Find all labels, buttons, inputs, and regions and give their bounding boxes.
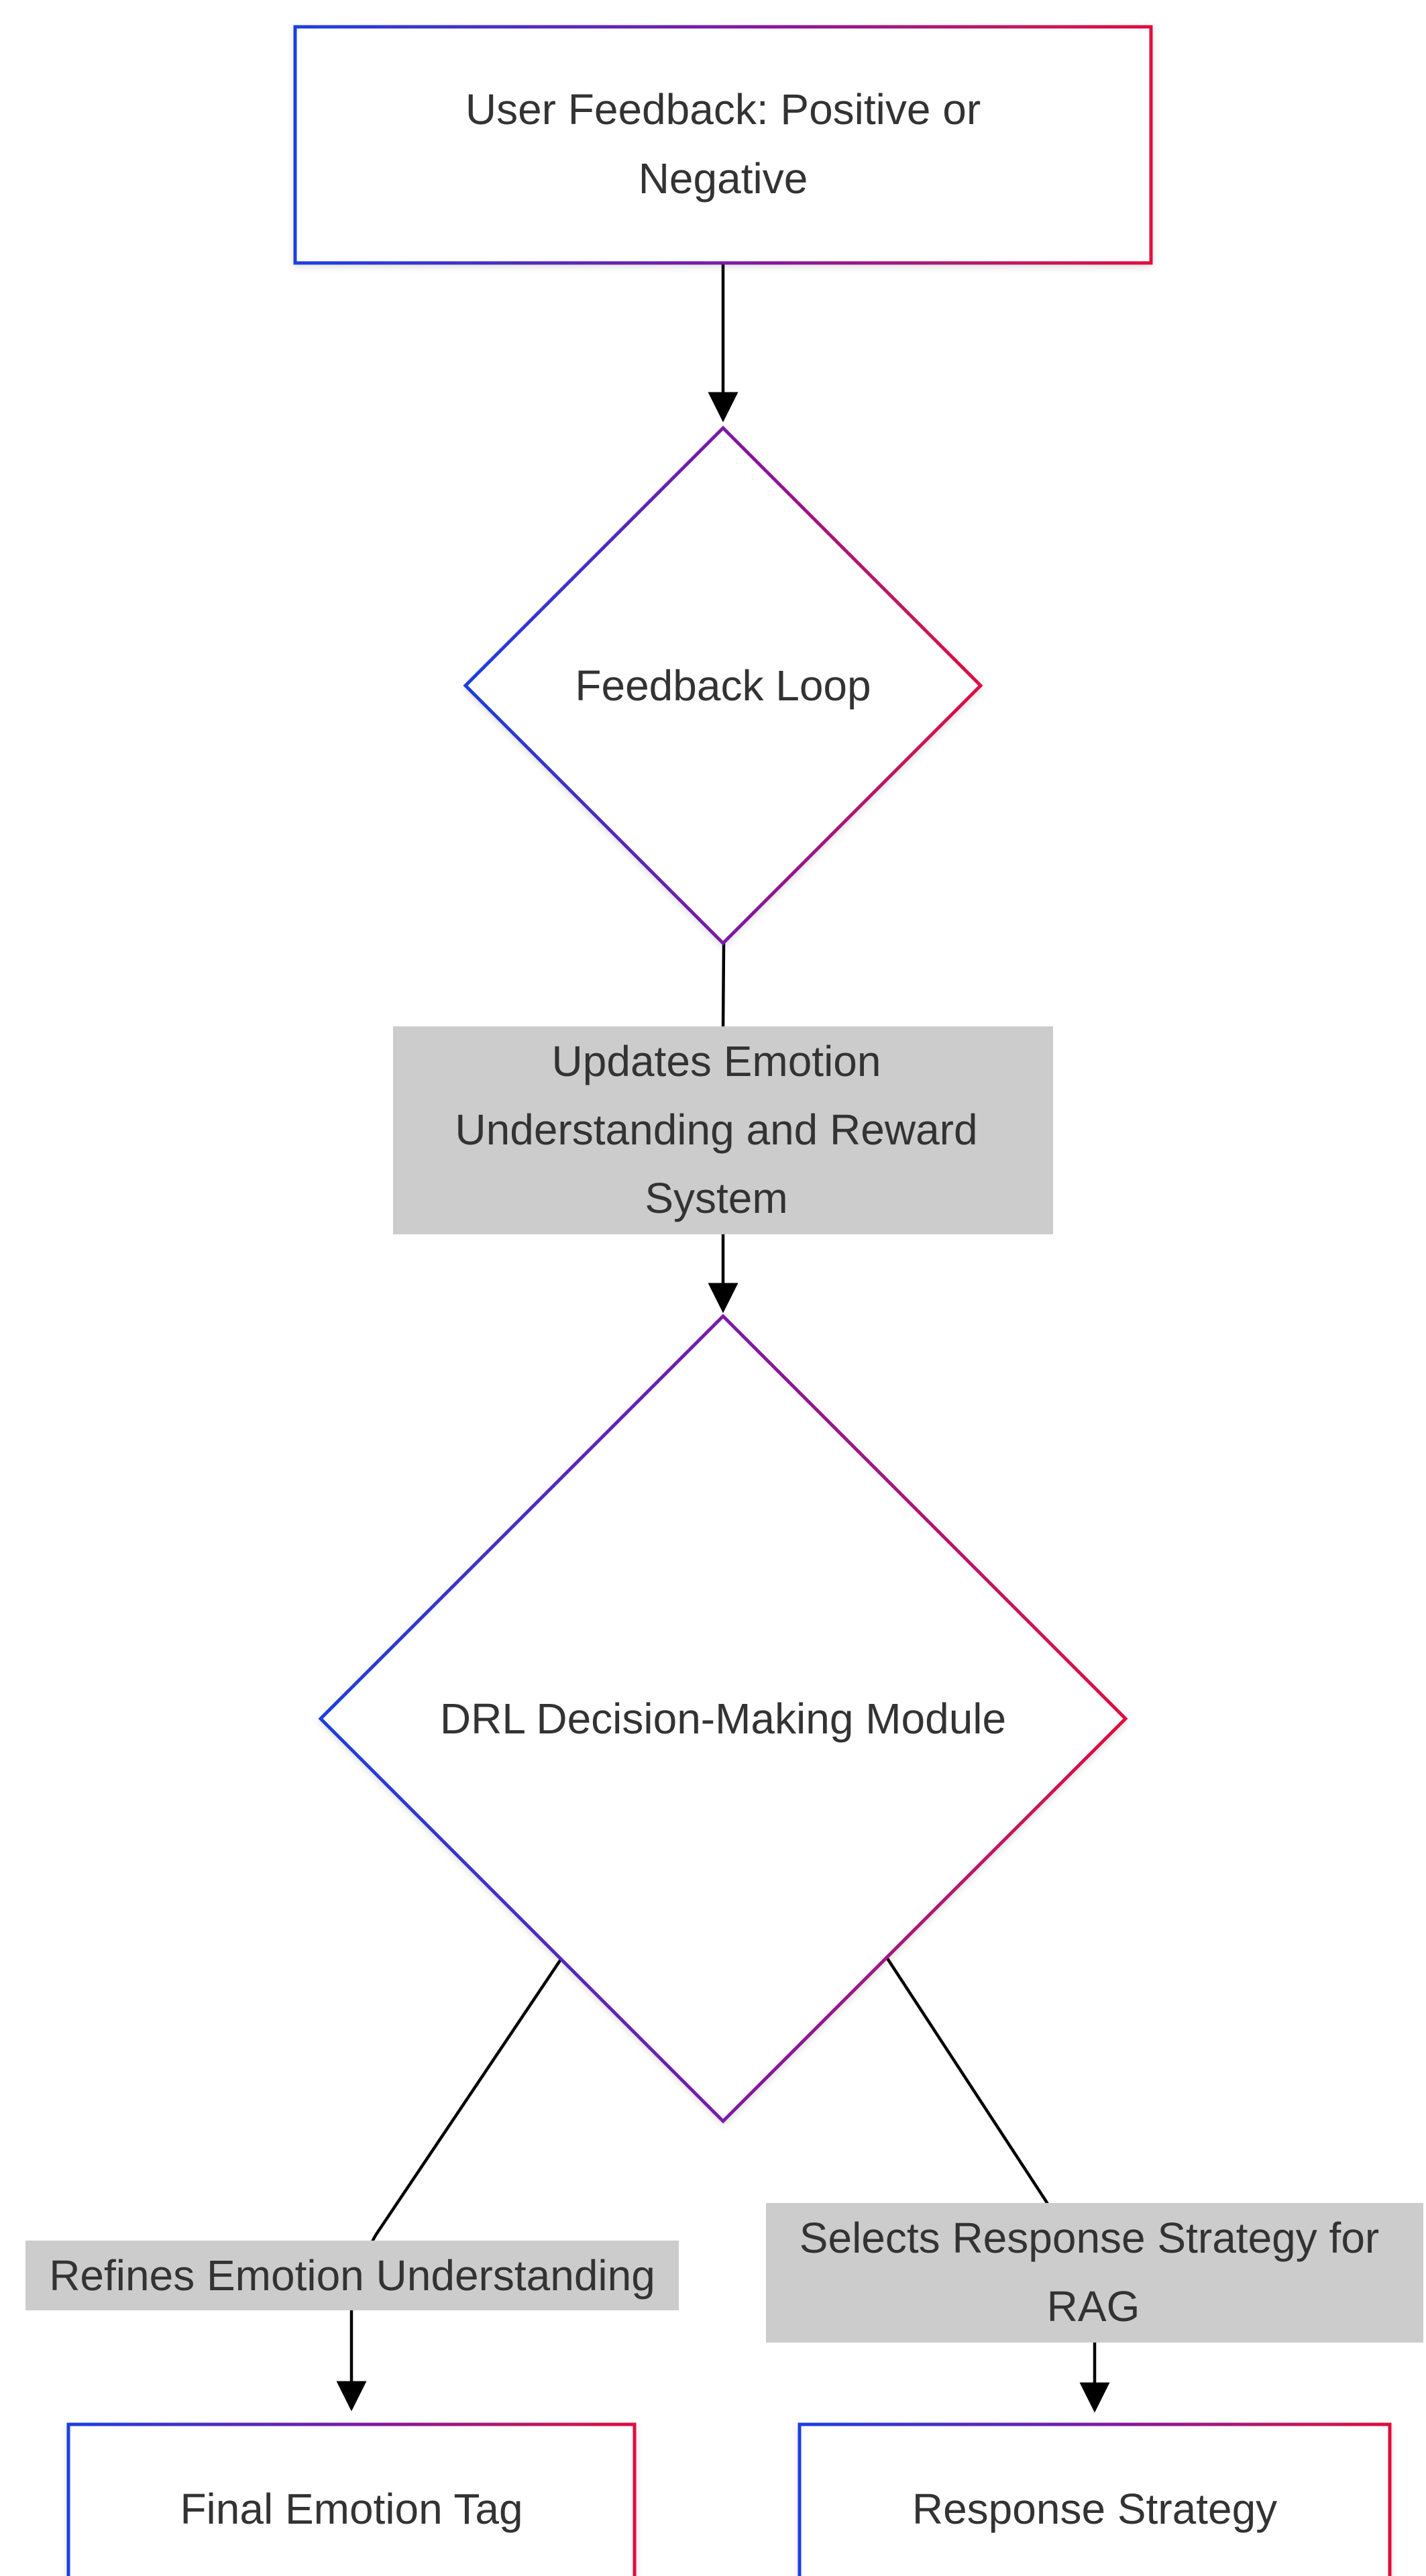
feedback-loop-label: Feedback Loop bbox=[575, 661, 871, 710]
updates-line2: Understanding and Reward bbox=[455, 1106, 977, 1154]
user-feedback-line1: User Feedback: Positive or bbox=[465, 85, 981, 133]
edge-label-updates: Updates Emotion Understanding and Reward… bbox=[393, 1026, 1053, 1234]
edge-label-refines: Refines Emotion Understanding bbox=[25, 2241, 679, 2310]
node-response-strategy[interactable]: Response Strategy bbox=[798, 2422, 1392, 2576]
final-emotion-tag-label: Final Emotion Tag bbox=[180, 2485, 523, 2533]
updates-line3: System bbox=[645, 1174, 787, 1222]
refines-label: Refines Emotion Understanding bbox=[49, 2251, 655, 2300]
selects-line2: RAG bbox=[1047, 2282, 1140, 2330]
node-feedback-loop[interactable]: Feedback Loop bbox=[463, 425, 983, 946]
edge-loop-to-drl bbox=[708, 943, 738, 1313]
response-strategy-label: Response Strategy bbox=[912, 2485, 1277, 2533]
drl-module-label: DRL Decision-Making Module bbox=[440, 1695, 1006, 1743]
node-user-feedback[interactable]: User Feedback: Positive or Negative bbox=[293, 25, 1153, 265]
edge-label-selects: Selects Response Strategy for RAG bbox=[766, 2203, 1423, 2343]
selects-line1: Selects Response Strategy for bbox=[800, 2214, 1379, 2262]
node-drl-module[interactable]: DRL Decision-Making Module bbox=[318, 1313, 1128, 2124]
user-feedback-line2: Negative bbox=[639, 154, 808, 203]
updates-line1: Updates Emotion bbox=[552, 1037, 881, 1085]
edge-drl-to-emotion-tag bbox=[336, 1956, 563, 2412]
node-final-emotion-tag[interactable]: Final Emotion Tag bbox=[66, 2422, 637, 2576]
